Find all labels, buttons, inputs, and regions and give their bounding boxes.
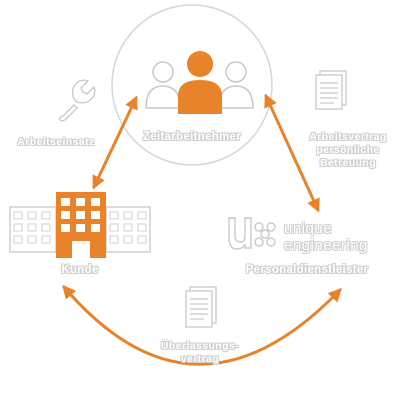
arrow-worker-agency <box>264 93 320 213</box>
node-label-kunde: Kunde <box>61 264 99 276</box>
document-icon <box>315 70 347 110</box>
label-line: Arbeitsvertrag <box>309 131 387 143</box>
edge-label-arbeitseinsatz: Arbeitseinsatz <box>17 136 95 148</box>
node-label-zeitarbeitnehmer: Zeitarbeitnehmer <box>142 131 242 143</box>
office-building-icon <box>9 192 151 258</box>
arrow-customer-worker <box>92 95 138 190</box>
label-line: Überlassungs- <box>160 340 240 352</box>
edge-label-arbeitsvertrag: Arbeitsvertrag persönliche Betreuung <box>294 131 400 170</box>
arrow-customer-agency <box>62 284 342 366</box>
unique-logo-icon <box>228 217 276 250</box>
label-line: vertrag <box>180 353 220 365</box>
brand-line-engineering: engineering <box>284 237 368 254</box>
label-line: Betreuung <box>319 157 377 169</box>
edge-label-ueberlassungsvertrag: Überlassungs- vertrag <box>150 340 250 366</box>
label-line: persönliche <box>316 144 380 156</box>
document-icon <box>185 286 217 328</box>
connector-arrows <box>62 93 342 366</box>
people-icon <box>145 51 254 114</box>
brand-line-unique: unique <box>284 220 333 237</box>
wrench-icon <box>58 79 96 122</box>
node-label-personaldienstleister: Personaldienstleister <box>245 264 369 276</box>
